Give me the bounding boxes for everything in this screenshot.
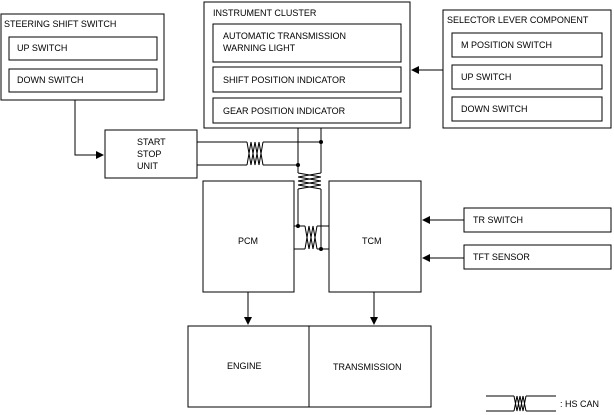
can-twist-pcm-tcm — [304, 225, 318, 250]
gear-position-indicator-box — [212, 97, 402, 124]
selector-up-switch-box — [451, 64, 603, 90]
steering-down-switch-label: DOWN SWITCH — [17, 75, 84, 85]
m-position-switch-label: M POSITION SWITCH — [461, 40, 552, 50]
start-stop-line1: START — [137, 137, 166, 147]
shift-position-indicator-box — [212, 66, 402, 93]
steering-shift-switch-group: STEERING SHIFT SWITCH UP SWITCH DOWN SWI… — [0, 13, 165, 101]
engine-label: ENGINE — [227, 361, 262, 371]
junction-dot — [296, 163, 300, 167]
m-position-switch-box — [451, 32, 603, 58]
legend-wire — [486, 395, 514, 412]
at-warning-light-box — [212, 23, 402, 63]
steering-down-switch-box — [8, 68, 158, 93]
junction-dot — [319, 247, 323, 251]
at-warning-light-line1: AUTOMATIC TRANSMISSION — [223, 31, 346, 41]
at-warning-light-line2: WARNING LIGHT — [223, 43, 296, 53]
legend-twist-symbol — [513, 395, 527, 412]
legend-wire — [526, 395, 556, 412]
steering-up-switch-label: UP SWITCH — [17, 43, 67, 53]
tcm-box — [328, 180, 422, 293]
start-stop-unit-box — [104, 129, 198, 179]
instrument-cluster-group: INSTRUMENT CLUSTER AUTOMATIC TRANSMISSIO… — [203, 1, 411, 129]
pcm-box — [202, 180, 295, 293]
instrument-cluster-title: INSTRUMENT CLUSTER — [213, 8, 317, 18]
selector-down-switch-box — [451, 96, 603, 122]
steering-to-start-stop-arrow — [74, 100, 104, 159]
junction-dot — [296, 224, 300, 228]
start-stop-line3: UNIT — [137, 161, 158, 171]
junction-dot — [319, 140, 323, 144]
legend: : HS CAN — [486, 395, 599, 412]
gear-position-indicator-label: GEAR POSITION INDICATOR — [223, 106, 346, 116]
transmission-label: TRANSMISSION — [333, 362, 402, 372]
transmission-box — [308, 325, 432, 408]
can-twist-start-stop — [246, 141, 264, 166]
start-stop-line2: STOP — [137, 149, 161, 159]
steering-up-switch-box — [8, 36, 158, 61]
selector-lever-title: SELECTOR LEVER COMPONENT — [447, 15, 589, 25]
tr-switch-label: TR SWITCH — [473, 215, 523, 225]
selector-lever-component-group: SELECTOR LEVER COMPONENT M POSITION SWIT… — [442, 9, 612, 129]
steering-shift-switch-title: STEERING SHIFT SWITCH — [4, 19, 116, 29]
tft-sensor-label: TFT SENSOR — [473, 252, 530, 262]
start-stop-unit-group: START STOP UNIT — [104, 129, 198, 179]
pcm-label: PCM — [238, 236, 258, 246]
legend-hs-can-label: : HS CAN — [560, 399, 599, 409]
tft-sensor-box — [463, 244, 612, 270]
tr-switch-box — [463, 207, 612, 233]
selector-up-switch-label: UP SWITCH — [461, 72, 511, 82]
can-twist-vertical — [297, 172, 322, 190]
selector-down-switch-label: DOWN SWITCH — [461, 104, 528, 114]
shift-position-indicator-label: SHIFT POSITION INDICATOR — [223, 75, 346, 85]
hs-can-bus — [197, 128, 329, 251]
tcm-label: TCM — [362, 236, 382, 246]
